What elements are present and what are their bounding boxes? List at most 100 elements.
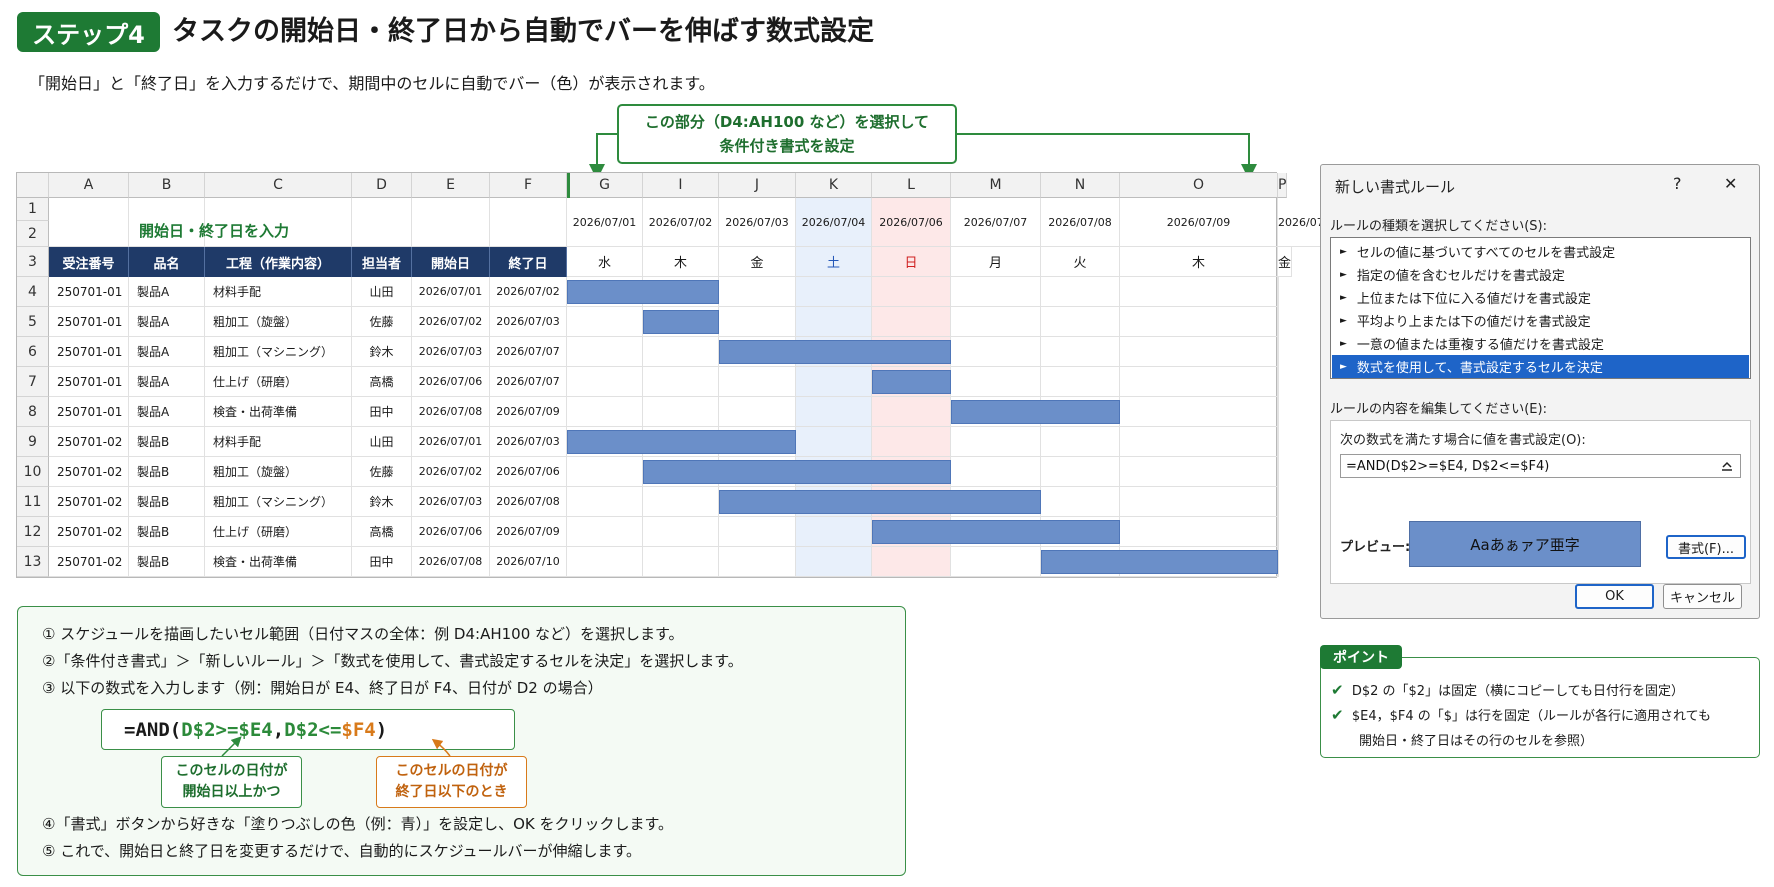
cell-person[interactable]: 田中 [352,547,412,577]
column-header-E[interactable]: E [412,173,490,198]
date-grid-cell[interactable] [1278,517,1279,547]
weekday-cell[interactable]: 土 [796,247,872,277]
rule-type-item[interactable]: ►数式を使用して、書式設定するセルを決定 [1332,355,1749,378]
cell-end[interactable]: 2026/07/08 [490,487,567,517]
date-cell[interactable]: 2026/07/09 [1120,198,1278,247]
cell-start[interactable]: 2026/07/06 [412,517,490,547]
cell-item[interactable]: 製品B [129,427,205,457]
cell-order[interactable]: 250701-02 [49,457,129,487]
help-icon[interactable]: ? [1673,174,1682,193]
date-grid-cell[interactable] [1041,427,1120,457]
cell-item[interactable]: 製品B [129,487,205,517]
rule-type-item[interactable]: ►平均より上または下の値だけを書式設定 [1332,309,1749,332]
date-grid-cell[interactable] [1278,337,1279,367]
column-header-L[interactable]: L [872,173,951,198]
rule-type-item[interactable]: ►指定の値を含むセルだけを書式設定 [1332,263,1749,286]
column-header-G[interactable]: G [567,173,643,198]
row-header-10[interactable]: 10 [17,457,49,487]
date-cell[interactable]: 2026/07/07 [951,198,1041,247]
date-grid-cell[interactable] [1120,277,1278,307]
date-cell[interactable]: 2026/07/08 [1041,198,1120,247]
date-grid-cell[interactable] [1041,277,1120,307]
collapse-dialog-icon[interactable] [1716,456,1738,476]
cell-process[interactable]: 仕上げ（研磨） [205,517,352,547]
date-grid-cell[interactable] [796,427,872,457]
cell-start[interactable]: 2026/07/02 [412,457,490,487]
cell-item[interactable]: 製品A [129,337,205,367]
column-header-K[interactable]: K [796,173,872,198]
date-grid-cell[interactable] [872,397,951,427]
column-header-C[interactable]: C [205,173,352,198]
cancel-button[interactable]: キャンセル [1663,584,1742,609]
date-grid-cell[interactable] [719,367,796,397]
cell-process[interactable]: 粗加工（旋盤） [205,457,352,487]
date-grid-cell[interactable] [567,517,643,547]
column-header-I[interactable]: I [643,173,719,198]
date-grid-cell[interactable] [1041,307,1120,337]
formula-input[interactable] [1340,454,1741,478]
rule-type-item[interactable]: ►上位または下位に入る値だけを書式設定 [1332,286,1749,309]
weekday-cell[interactable]: 木 [1120,247,1278,277]
date-grid-cell[interactable] [567,397,643,427]
rule-type-item[interactable]: ►一意の値または重複する値だけを書式設定 [1332,332,1749,355]
cell-end[interactable]: 2026/07/09 [490,397,567,427]
rule-type-list[interactable]: ►セルの値に基づいてすべてのセルを書式設定►指定の値を含むセルだけを書式設定►上… [1330,237,1751,379]
cell-order[interactable]: 250701-01 [49,397,129,427]
date-grid-cell[interactable] [719,397,796,427]
date-grid-cell[interactable] [1278,547,1279,577]
column-header-A[interactable]: A [49,173,129,198]
weekday-cell[interactable]: 月 [951,247,1041,277]
cell-process[interactable]: 粗加工（マシニング） [205,337,352,367]
date-grid-cell[interactable] [719,277,796,307]
column-header-P[interactable]: P [1278,173,1288,198]
column-header-F[interactable]: F [490,173,567,198]
weekday-cell[interactable]: 水 [567,247,643,277]
date-grid-cell[interactable] [951,277,1041,307]
row-header-2[interactable]: 2 [17,221,49,247]
date-grid-cell[interactable] [951,457,1041,487]
cell-order[interactable]: 250701-01 [49,307,129,337]
row-header-5[interactable]: 5 [17,307,49,337]
date-grid-cell[interactable] [1041,367,1120,397]
date-cell[interactable]: 2026/07/01 [567,198,643,247]
date-grid-cell[interactable] [951,427,1041,457]
date-grid-cell[interactable] [1120,397,1278,427]
cell-blank[interactable] [205,198,352,247]
cell-order[interactable]: 250701-02 [49,547,129,577]
rule-type-item[interactable]: ►セルの値に基づいてすべてのセルを書式設定 [1332,240,1749,263]
date-grid-cell[interactable] [951,547,1041,577]
date-grid-cell[interactable] [872,547,951,577]
weekday-cell[interactable]: 木 [643,247,719,277]
date-grid-cell[interactable] [796,367,872,397]
cell-order[interactable]: 250701-01 [49,277,129,307]
date-grid-cell[interactable] [719,547,796,577]
row-header-1[interactable]: 1 [17,198,49,221]
date-grid-cell[interactable] [643,337,719,367]
cell-end[interactable]: 2026/07/03 [490,427,567,457]
date-grid-cell[interactable] [567,547,643,577]
date-grid-cell[interactable] [951,307,1041,337]
cell-item[interactable]: 製品B [129,457,205,487]
row-header-4[interactable]: 4 [17,277,49,307]
cell-start[interactable]: 2026/07/08 [412,547,490,577]
cell-process[interactable]: 検査・出荷準備 [205,397,352,427]
date-grid-cell[interactable] [796,277,872,307]
date-cell[interactable]: 2026/07/06 [872,198,951,247]
date-grid-cell[interactable] [1278,487,1279,517]
column-header-J[interactable]: J [719,173,796,198]
column-header-D[interactable]: D [352,173,412,198]
cell-person[interactable]: 佐藤 [352,457,412,487]
cell-process[interactable]: 粗加工（旋盤） [205,307,352,337]
cell-end[interactable]: 2026/07/10 [490,547,567,577]
cell-person[interactable]: 高橋 [352,367,412,397]
cell-process[interactable]: 材料手配 [205,427,352,457]
cell-end[interactable]: 2026/07/07 [490,367,567,397]
row-header-7[interactable]: 7 [17,367,49,397]
cell-person[interactable]: 山田 [352,427,412,457]
cell-process[interactable]: 検査・出荷準備 [205,547,352,577]
ok-button[interactable]: OK [1575,584,1654,609]
date-grid-cell[interactable] [643,367,719,397]
date-grid-cell[interactable] [1278,427,1279,457]
column-header-O[interactable]: O [1120,173,1278,198]
